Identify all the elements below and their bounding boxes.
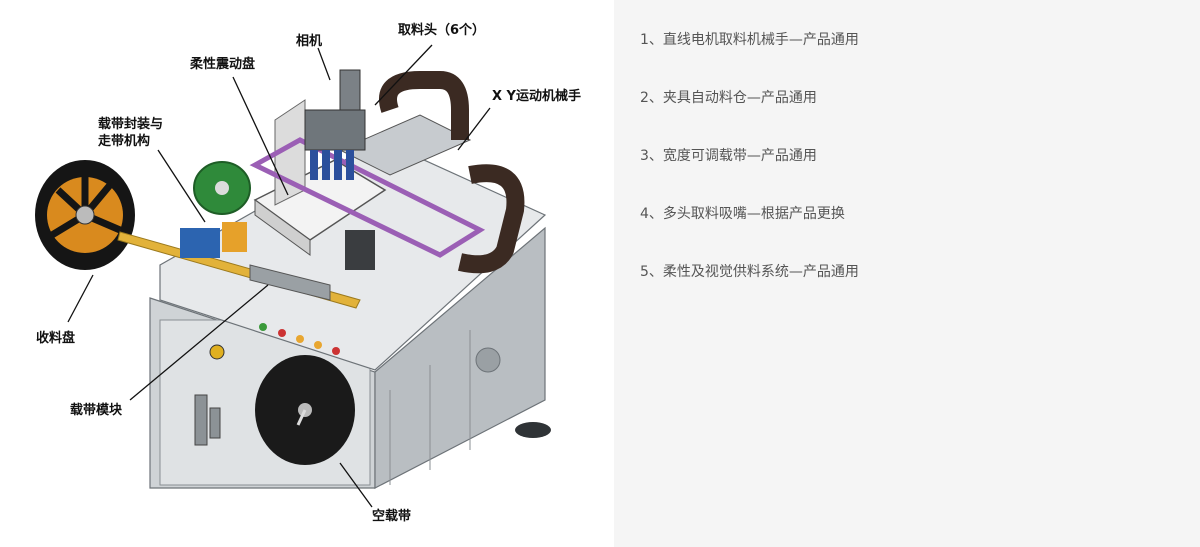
label-tape-seal-line2: 走带机构 [98,134,151,149]
cable-chains [379,71,525,274]
feature-item: 3、宽度可调载带—产品通用 [640,148,817,164]
feature-item: 1、直线电机取料机械手—产品通用 [640,32,859,48]
empty-tape-reel-graphic [255,355,355,465]
machine-illustration [35,44,551,508]
feature-item: 2、夹具自动料仓—产品通用 [640,90,817,106]
feature-item: 5、柔性及视觉供料系统—产品通用 [640,264,859,280]
label-empty-tape: 空载带 [372,509,412,524]
label-tape-module: 载带模块 [70,403,123,418]
label-xy-arm: X Y运动机械手 [492,89,581,104]
label-tape-seal-line1: 载带封装与 [98,117,164,132]
feature-list: 1、直线电机取料机械手—产品通用 2、夹具自动料仓—产品通用 3、宽度可调载带—… [640,30,859,320]
label-camera: 相机 [296,34,323,49]
air-filter [194,394,221,446]
label-pick-head: 取料头（6个） [398,23,486,38]
pick-head-cluster [304,69,366,180]
machine-diagram-panel: 相机 取料头（6个） 柔性震动盘 X Y运动机械手 载带封装与 走带机构 收料盘… [35,23,581,524]
leader-lines [67,44,491,508]
tape-track [117,222,361,309]
label-take-up-reel: 收料盘 [36,331,76,346]
control-buttons [209,323,340,360]
take-up-reel-graphic [35,160,135,270]
green-reel [193,161,251,215]
feature-item: 4、多头取料吸嘴—根据产品更换 [640,206,845,222]
xy-gantry [249,114,486,270]
label-flex-bowl: 柔性震动盘 [190,57,256,72]
